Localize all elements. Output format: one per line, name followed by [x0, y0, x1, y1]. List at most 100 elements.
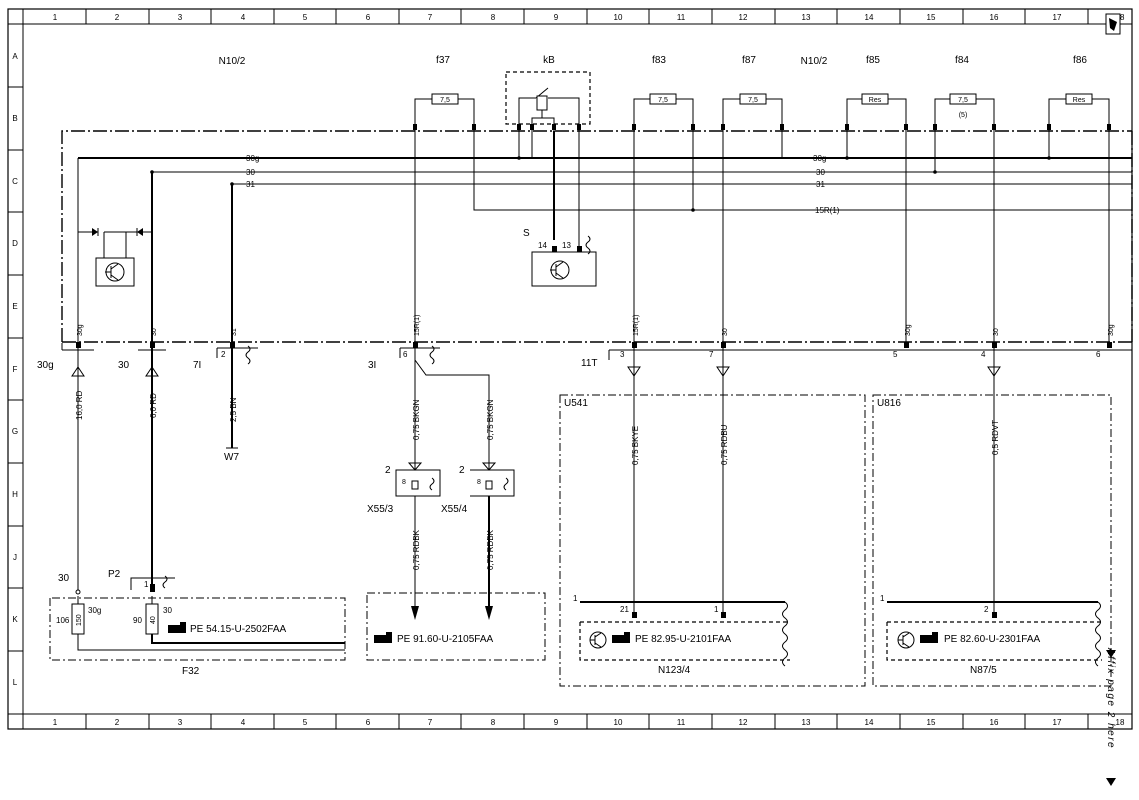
col-label: 5 [303, 718, 308, 727]
svg-text:30g: 30g [905, 324, 912, 336]
col-label: 17 [1053, 13, 1062, 22]
col-label: 18 [1116, 718, 1125, 727]
col-label: 10 [614, 13, 623, 22]
col-label: 10 [614, 718, 623, 727]
row-label: L [13, 678, 18, 687]
border-frame [7, 8, 1133, 730]
mid-reference-block: PE 91.60-U-2105FAA [366, 592, 546, 661]
col-label: 2 [115, 718, 120, 727]
svg-text:0,75 BKGN: 0,75 BKGN [412, 399, 421, 440]
connector-11t: 11T 3 7 5 4 6 [581, 342, 1132, 612]
col-label: 12 [739, 13, 748, 22]
splice-u541-box [559, 394, 866, 687]
n87-ref-link: PE 82.60-U-2301FAA [944, 634, 1040, 645]
col-label: 9 [554, 13, 559, 22]
hand-pointer-icon [612, 632, 630, 643]
col-label: 5 [303, 13, 308, 22]
row-label: H [12, 490, 18, 499]
f37-label: f37 [436, 55, 450, 66]
col-label: 11 [677, 13, 686, 22]
svg-text:30: 30 [118, 360, 130, 371]
col-label: 15 [927, 718, 936, 727]
svg-text:15R(1): 15R(1) [633, 315, 640, 336]
svg-text:150: 150 [76, 614, 83, 626]
svg-text:30g: 30g [37, 360, 54, 371]
col-label: 15 [927, 13, 936, 22]
svg-text:8: 8 [402, 479, 406, 486]
svg-text:30: 30 [163, 606, 172, 615]
svg-text:30g: 30g [246, 154, 259, 163]
svg-text:X55/3: X55/3 [367, 504, 394, 515]
affix-note: Affix page 2 here [1105, 647, 1116, 786]
u816-label: U816 [877, 398, 901, 409]
fuse-f37: 7,5 [413, 93, 476, 131]
fuse-f84: 7,5 (5) [933, 93, 996, 131]
svg-text:4: 4 [981, 350, 986, 359]
col-label: 12 [739, 718, 748, 727]
col-label: 3 [178, 718, 183, 727]
relay-kb [505, 71, 591, 131]
hand-pointer-icon [168, 622, 186, 633]
svg-text:N87/5: N87/5 [970, 665, 997, 676]
col-label: 7 [428, 13, 433, 22]
col-label: 8 [491, 718, 496, 727]
row-label: K [12, 615, 18, 624]
f84-label: f84 [955, 55, 969, 66]
svg-text:1: 1 [880, 594, 885, 603]
svg-text:16,0 RD: 16,0 RD [75, 390, 84, 420]
row-label: B [12, 114, 17, 123]
svg-text:8: 8 [477, 479, 481, 486]
svg-text:Affix page 2 here: Affix page 2 here [1105, 647, 1116, 749]
svg-text:2: 2 [459, 465, 465, 476]
connector-30g: 30g [37, 342, 94, 592]
svg-text:1: 1 [714, 605, 719, 614]
svg-text:15R(1): 15R(1) [414, 315, 421, 336]
enclosure-pin-labels: 30g 30 31 15R(1) 15R(1) 30 30g 30 30g [77, 315, 1115, 336]
column-numbers-bottom: 1 2 3 4 5 6 7 8 9 10 11 12 13 14 15 16 1… [53, 718, 1125, 727]
svg-text:0,75 BKGN: 0,75 BKGN [486, 399, 495, 440]
svg-text:7,5: 7,5 [748, 97, 758, 104]
row-label: A [12, 52, 18, 61]
module-n123-4: 1 21 1 PE 82.95-U-2101FAA N123/4 [573, 594, 790, 676]
col-label: 14 [865, 13, 874, 22]
svg-text:X55/4: X55/4 [441, 504, 468, 515]
connector-3l: 6 3I [368, 342, 490, 470]
svg-text:Res: Res [1073, 97, 1086, 104]
svg-text:3: 3 [620, 350, 625, 359]
col-label: 3 [178, 13, 183, 22]
column-numbers-top: 1 2 3 4 5 6 7 8 9 10 11 12 13 14 15 16 1… [53, 13, 1125, 22]
f85-label: f85 [866, 55, 880, 66]
svg-text:(5): (5) [959, 112, 968, 119]
svg-text:13: 13 [562, 241, 571, 250]
svg-text:90: 90 [133, 616, 142, 625]
svg-text:0,75 BKYE: 0,75 BKYE [631, 426, 640, 465]
row-label: J [13, 553, 17, 562]
row-label: C [12, 177, 18, 186]
svg-text:30: 30 [993, 328, 1000, 336]
svg-text:31: 31 [816, 180, 825, 189]
fuse-f83: 7,5 [632, 93, 695, 131]
n123-ref-link: PE 82.95-U-2101FAA [635, 634, 731, 645]
svg-text:30g: 30g [88, 606, 101, 615]
n10-2-label-right: N10/2 [801, 56, 828, 67]
col-label: 1 [53, 718, 58, 727]
component-labels: N10/2 f37 kB f83 f87 N10/2 f85 f84 f86 [219, 55, 1088, 67]
svg-text:2: 2 [385, 465, 391, 476]
connector-x55-3: 2 8 X55/3 [367, 462, 441, 620]
svg-text:2: 2 [221, 350, 226, 359]
svg-text:30g: 30g [813, 154, 826, 163]
svg-text:15R(1): 15R(1) [815, 206, 840, 215]
svg-text:30: 30 [246, 168, 255, 177]
col-label: 16 [990, 13, 999, 22]
wire-labels: 16,0 RD 6,0 RD 2,5 BN 0,75 BKGN 0,75 BKG… [75, 390, 1000, 570]
col-label: 2 [115, 13, 120, 22]
svg-text:2: 2 [984, 605, 989, 614]
mid-ref-link: PE 91.60-U-2105FAA [397, 634, 493, 645]
svg-text:21: 21 [620, 605, 629, 614]
bus-labels: 30g 30 31 30g 30 31 15R(1) [246, 154, 840, 215]
svg-text:40: 40 [150, 616, 157, 624]
svg-text:7: 7 [709, 350, 714, 359]
kb-label: kB [543, 55, 555, 66]
svg-text:P2: P2 [108, 569, 121, 580]
f86-label: f86 [1073, 55, 1087, 66]
